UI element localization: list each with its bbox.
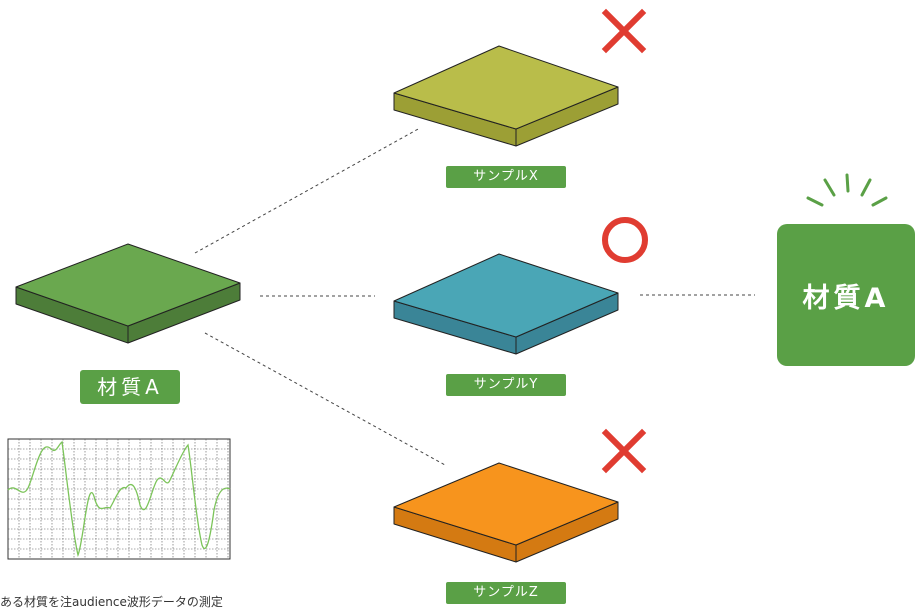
sample-y-label: サンプルY <box>446 374 566 396</box>
result-box: 材質A <box>777 224 915 366</box>
sample-z-plate <box>393 462 619 563</box>
waveform-panel <box>7 438 231 560</box>
sample-y-plate <box>393 253 619 355</box>
source-label: 材質A <box>80 370 180 404</box>
circle-mark-icon <box>602 217 648 263</box>
waveform-line <box>7 440 231 558</box>
sample-z-label: サンプルZ <box>446 582 566 604</box>
sample-x-plate <box>393 45 619 147</box>
connector-to-x <box>194 127 421 254</box>
sample-x-label: サンプルX <box>446 166 566 188</box>
connector-to-z <box>204 332 446 466</box>
caption-text: ある材質を注audience波形データの測定 <box>0 595 223 609</box>
cross-mark-icon <box>601 428 647 474</box>
sparkle-lines-icon <box>806 173 888 207</box>
cross-mark-icon <box>601 8 647 54</box>
source-plate <box>15 243 241 344</box>
